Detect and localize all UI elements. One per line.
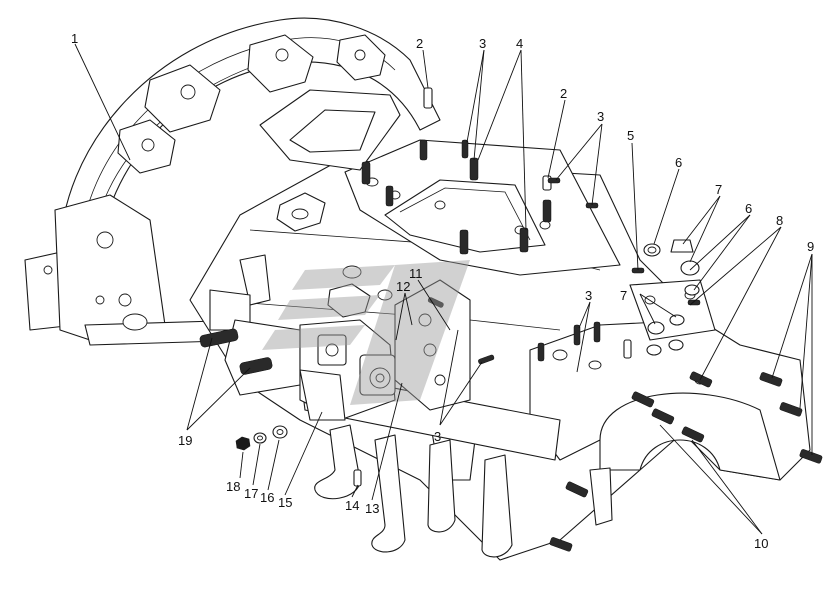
callout-label: 2 xyxy=(560,86,567,101)
distributor-assembly xyxy=(199,279,495,421)
callout-label: 13 xyxy=(365,501,379,516)
right-rear-housing xyxy=(529,279,811,481)
callout-label: 17 xyxy=(244,486,258,501)
callout-label: 12 xyxy=(396,279,410,294)
callout-label: 11 xyxy=(409,266,423,281)
right-studs xyxy=(537,267,823,552)
top-studs xyxy=(361,87,599,255)
callout-label: 18 xyxy=(226,479,240,494)
callout-label: 4 xyxy=(516,36,523,51)
callout-labels: 1 2 3 4 2 3 5 6 7 6 8 9 7 11 12 3 3 19 1… xyxy=(71,31,814,551)
callout-label: 2 xyxy=(416,36,423,51)
callout-label: 15 xyxy=(278,495,292,510)
watermark-logo xyxy=(262,260,470,405)
callout-label: 7 xyxy=(620,288,627,303)
bell-housing-ring xyxy=(59,17,441,256)
callout-label: 19 xyxy=(178,433,192,448)
callout-label: 9 xyxy=(807,239,814,254)
callout-label: 3 xyxy=(585,288,592,303)
callout-label: 6 xyxy=(745,201,752,216)
callout-label: 5 xyxy=(627,128,634,143)
callout-label: 3 xyxy=(597,109,604,124)
callout-label: 14 xyxy=(345,498,359,513)
loose-fasteners xyxy=(235,425,362,487)
callout-label: 3 xyxy=(479,36,486,51)
callout-label: 10 xyxy=(754,536,768,551)
callout-label: 3 xyxy=(434,429,441,444)
callout-label: 7 xyxy=(715,182,722,197)
leader-lines xyxy=(74,43,813,535)
callout-label: 16 xyxy=(260,490,274,505)
plugs-and-seals xyxy=(643,239,700,356)
callout-label: 8 xyxy=(776,213,783,228)
callout-label: 1 xyxy=(71,31,78,46)
top-cover-plate xyxy=(259,89,621,276)
callout-label: 6 xyxy=(675,155,682,170)
